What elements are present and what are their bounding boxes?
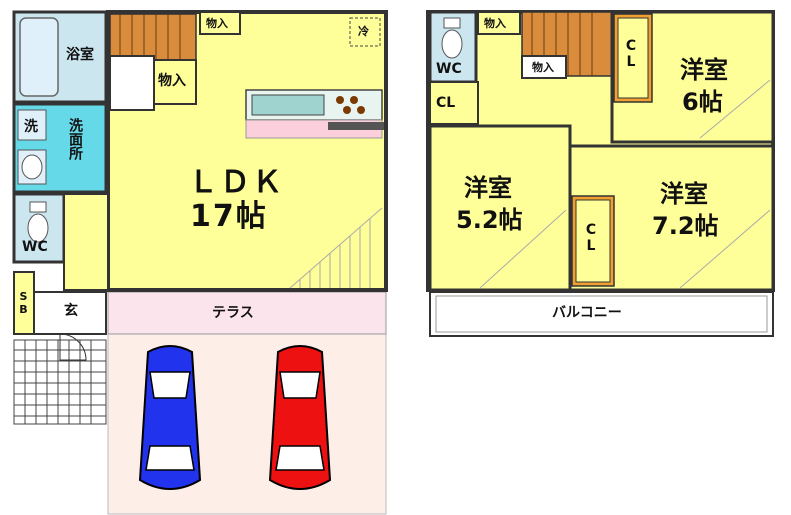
- ldk-name: ＬＤＫ: [188, 165, 284, 200]
- room72-size: 7.2帖: [652, 212, 719, 240]
- wc1-label: WC: [22, 239, 48, 255]
- sb-label: SB: [17, 290, 30, 316]
- washroom-label: 洗面所: [67, 118, 83, 160]
- room6-name: 洋室: [680, 56, 728, 84]
- room52-name: 洋室: [464, 174, 512, 202]
- car-red: [268, 345, 332, 490]
- cl-top-label: CL: [623, 38, 639, 70]
- storage-top-label: 物入: [206, 17, 228, 30]
- fridge-label: 冷: [358, 25, 369, 38]
- room6-size: 6帖: [682, 88, 723, 116]
- ldk-size: 17帖: [190, 199, 268, 234]
- cl-left-label: CL: [436, 95, 456, 111]
- washer-label: 洗: [24, 119, 38, 135]
- room72-name: 洋室: [660, 180, 708, 208]
- storage-stair-label: 物入: [158, 73, 186, 89]
- bath-label: 浴室: [66, 47, 94, 63]
- balcony-label: バルコニー: [552, 305, 622, 321]
- room52-size: 5.2帖: [456, 206, 523, 234]
- terrace-label: テラス: [212, 305, 254, 321]
- cl-bottom-label: CL: [583, 222, 599, 254]
- storage-a-label: 物入: [484, 17, 506, 30]
- storage-b-label: 物入: [532, 61, 554, 74]
- car-blue: [138, 345, 202, 490]
- wc2-label: WC: [436, 61, 462, 77]
- entrance-label: 玄: [64, 303, 78, 319]
